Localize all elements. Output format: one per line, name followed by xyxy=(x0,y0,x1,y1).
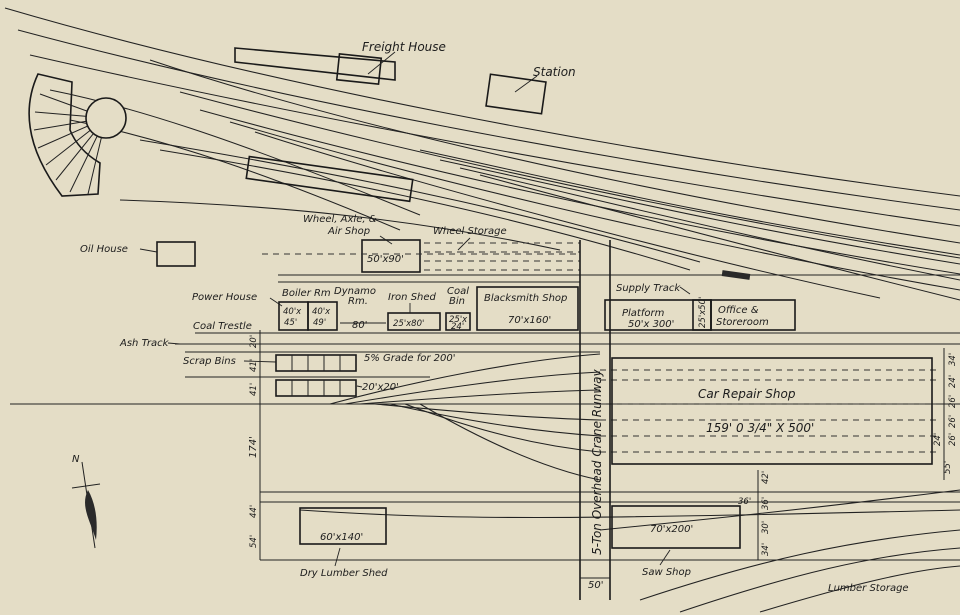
rail-car xyxy=(721,270,751,280)
dim-r55: 55' xyxy=(943,461,953,474)
coal-bin-label-2: Bin xyxy=(449,296,465,307)
dim-36a: 36' xyxy=(761,497,771,510)
dim-44: 44' xyxy=(249,505,259,518)
dim-36b: 36' xyxy=(738,497,751,507)
dynamo-room-w: 40'x xyxy=(312,307,331,317)
saw-shop-label: Saw Shop xyxy=(642,567,691,578)
office-storeroom xyxy=(710,299,796,331)
oil-house xyxy=(156,241,196,267)
turntable xyxy=(85,97,127,139)
dry-lumber-shed xyxy=(299,507,387,545)
dim-r24: 24' xyxy=(948,375,958,388)
dim-54: 54' xyxy=(249,535,259,548)
platform-size: 50'x 300' xyxy=(628,319,674,330)
dynamo-room xyxy=(307,301,338,331)
freight-platform xyxy=(234,47,396,81)
crane-runway-label: 5-Ton Overhead Crane Runway xyxy=(590,368,604,555)
dim-r26c: 26' xyxy=(948,433,958,446)
lumber-storage-label: Lumber Storage xyxy=(828,583,909,594)
dynamo-room-h: 49' xyxy=(313,318,326,328)
boiler-room-h: 45' xyxy=(284,318,297,328)
dim-r26b: 26' xyxy=(948,415,958,428)
dynamo-room-label-1: Dynamo xyxy=(334,286,376,297)
freight-house-label: Freight House xyxy=(362,40,446,54)
iron-shed xyxy=(387,312,441,331)
dim-34: 34' xyxy=(761,543,771,556)
power-house-label: Power House xyxy=(192,292,257,303)
coal-trestle-label: Coal Trestle xyxy=(193,321,252,332)
left-dims: 20' 41' 41' 174' 44' 54' xyxy=(248,335,259,548)
dry-lumber-shed-size: 60'x140' xyxy=(320,532,363,543)
wheel-axle-shop-label-1: Wheel, Axle, & xyxy=(303,214,377,225)
iron-shed-label: Iron Shed xyxy=(388,292,437,303)
wheel-storage-label: Wheel Storage xyxy=(433,226,507,237)
coal-bin xyxy=(445,312,471,331)
car-repair-shop xyxy=(611,357,933,465)
dim-r26a: 26' xyxy=(948,395,958,408)
coal-bin-size-1: 25'x xyxy=(449,315,468,325)
grade-note: 5% Grade for 200' xyxy=(364,353,455,364)
boiler-room-label: Boiler Rm xyxy=(282,288,331,299)
dim-30: 30' xyxy=(761,521,771,534)
platform-label: Platform xyxy=(622,308,665,319)
main-line-tracks xyxy=(4,7,960,301)
saw-shop-size: 70'x200' xyxy=(650,524,693,535)
wheel-axle-shop xyxy=(361,239,421,273)
dynamo-room-label-2: Rm. xyxy=(348,296,368,307)
dim-r24b: 24' xyxy=(933,433,943,446)
oil-house-label: Oil House xyxy=(80,244,128,255)
wheel-axle-shop-label-2: Air Shop xyxy=(327,226,370,237)
bins-size: 20'x20' xyxy=(362,382,399,393)
dim-20: 20' xyxy=(249,335,259,348)
north-label: N xyxy=(72,454,80,465)
dim-runway-50: 50' xyxy=(588,580,603,591)
car-repair-shop-size: 159' 0 3/4" X 500' xyxy=(706,421,814,435)
dim-41b: 41' xyxy=(249,383,259,396)
dry-lumber-shed-label: Dry Lumber Shed xyxy=(300,568,388,579)
ash-track-label: Ash Track xyxy=(119,338,170,349)
office-label-1: Office & xyxy=(718,305,759,316)
dim-r34: 34' xyxy=(948,353,958,366)
dim-174: 174' xyxy=(248,436,259,458)
engine-shed xyxy=(245,155,414,203)
saw-shop xyxy=(611,505,741,549)
supply-box-size: 25'x50' xyxy=(698,297,708,328)
dim-41a: 41' xyxy=(249,359,259,372)
wheel-storage-area xyxy=(424,242,580,271)
coal-bin-label-1: Coal xyxy=(447,286,469,297)
scrap-bins xyxy=(275,354,357,397)
scrap-bins-label: Scrap Bins xyxy=(183,356,236,367)
blacksmith-shop-size: 70'x160' xyxy=(508,315,551,326)
saw-dims: 42' 36' 30' 34' 36' xyxy=(738,471,771,556)
freight-house-group: Freight House Station xyxy=(234,40,576,115)
wheel-shop-group: 50'x90' Wheel, Axle, & Air Shop Wheel St… xyxy=(303,214,580,273)
freight-house-building xyxy=(335,52,383,86)
ladder-tracks xyxy=(299,353,960,613)
wheel-axle-shop-size: 50'x90' xyxy=(367,254,404,265)
roundhouse xyxy=(28,73,127,197)
car-repair-shop-label: Car Repair Shop xyxy=(698,387,796,401)
coal-bin-size-2: 24' xyxy=(451,322,464,332)
station-building xyxy=(485,73,547,115)
boiler-room-w: 40'x xyxy=(283,307,302,317)
office-label-2: Storeroom xyxy=(716,317,769,328)
blacksmith-shop-label: Blacksmith Shop xyxy=(484,293,567,304)
iron-shed-size: 25'x80' xyxy=(393,319,424,329)
station-label: Station xyxy=(533,65,576,79)
dim-42: 42' xyxy=(761,471,771,484)
dim-80: 80' xyxy=(352,320,367,331)
blacksmith-shop xyxy=(476,286,579,331)
shops-row: 40'x 45' 40'x 49' Power House Boiler Rm … xyxy=(192,286,579,332)
north-arrow-icon: N xyxy=(71,454,101,549)
right-dims: 34' 24' 26' 26' 26' 24' 55' xyxy=(933,353,958,474)
supply-track-label: Supply Track xyxy=(616,283,681,294)
